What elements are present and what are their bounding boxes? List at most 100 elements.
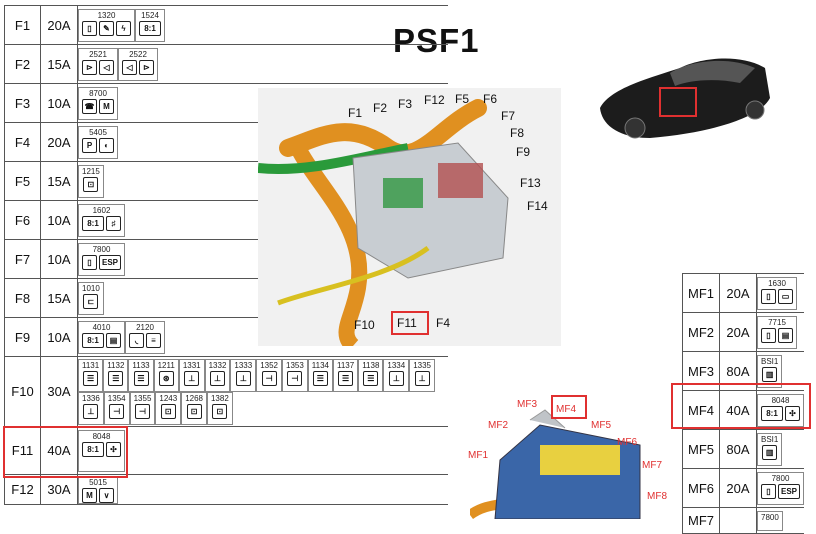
wiper-icon: ∨	[99, 487, 114, 503]
consumer-code: 1331	[182, 360, 201, 370]
fuse-id: F12	[4, 474, 41, 505]
consumer-group: 1355⊣	[129, 391, 156, 425]
consumer-group: 1352⊣	[256, 358, 282, 392]
coil-icon: ⊣	[287, 370, 303, 386]
fuse-amperage: 15A	[40, 278, 78, 318]
pump-icon: ⊛	[158, 370, 174, 386]
switch-icon: 8:1	[82, 332, 104, 348]
consumer-group: 1215⊡	[78, 164, 104, 198]
consumer-code: 1335	[413, 360, 431, 370]
heater-icon: ▤	[106, 332, 121, 348]
engine-fusebox-label: MF5	[591, 420, 611, 431]
fusebox-label: F7	[501, 109, 516, 123]
consumer-group: 1334⊥	[383, 358, 410, 392]
coil-icon: ⊣	[109, 403, 125, 419]
lamp-icon: ☰	[133, 370, 149, 386]
injector-icon: ⊥	[83, 403, 99, 419]
consumer-group: 1332⊥	[204, 358, 231, 392]
fusebox-label: F4	[436, 316, 451, 330]
consumer-code: 7800	[761, 512, 779, 522]
fan-icon: ✣	[785, 405, 800, 421]
esp-icon: ESP	[99, 254, 121, 270]
consumer-code: 1132	[107, 360, 125, 370]
consumer-code: 1353	[286, 360, 304, 370]
consumer-code: 2521	[89, 49, 107, 59]
consumer-code: 1131	[82, 360, 100, 370]
lamp-icon: ☰	[338, 370, 354, 386]
fusebox-label: F2	[373, 101, 388, 115]
fuse-amperage: 10A	[40, 239, 78, 279]
fuse-id: MF5	[682, 429, 720, 469]
fuse-consumers: 1131☰1132☰1133☰1211⊛1331⊥1332⊥1333⊥1352⊣…	[77, 356, 448, 427]
consumer-group: 7715▯▤	[757, 315, 797, 349]
consumer-group: 1335⊥	[409, 358, 435, 392]
green-cable	[258, 143, 409, 174]
consumer-code: 7800	[771, 473, 790, 483]
gear-icon: ♯	[106, 215, 121, 231]
esp-icon: ESP	[778, 483, 800, 499]
bsi-icon: ▥	[762, 366, 778, 382]
fuse-amperage: 30A	[40, 356, 78, 427]
fuse-amperage: 20A	[719, 273, 757, 313]
consumer-group: 1243⊡	[155, 391, 182, 425]
consumer-code: 1382	[210, 393, 229, 403]
f11-illustration-highlight	[391, 311, 429, 335]
relay-icon: ▯	[761, 327, 776, 343]
fuse-block	[438, 163, 483, 198]
parking-icon: P	[82, 137, 97, 153]
consumer-code: 8048	[92, 431, 111, 441]
heater-icon: ▤	[778, 327, 793, 343]
injector-icon: ⊥	[414, 370, 430, 386]
engine-fuse-row	[540, 445, 620, 475]
fuse-id: F9	[4, 317, 41, 357]
fuse-amperage: 20A	[40, 122, 78, 162]
speaker-icon: ◁	[99, 59, 114, 75]
horn-icon: ⊳	[139, 59, 154, 75]
consumer-group: 1333⊥	[230, 358, 257, 392]
consumer-code: 8700	[89, 88, 107, 98]
consumer-code: 1010	[82, 283, 100, 293]
consumer-group: 1132☰	[103, 358, 129, 392]
consumer-group: 1382⊡	[206, 391, 233, 425]
consumer-group: 1354⊣	[103, 391, 130, 425]
consumer-code: 5015	[89, 477, 107, 487]
fusebox-label: F1	[348, 106, 363, 120]
fuse-id: MF4	[682, 390, 720, 430]
alarm-icon: ☎	[82, 98, 97, 114]
bsi-icon: ▥	[762, 444, 778, 460]
fuse-id: MF7	[682, 507, 720, 534]
fuse-amperage: 40A	[719, 390, 757, 430]
consumer-code: 1137	[337, 360, 355, 370]
fuse-consumers: 2521⊳◁2522◁⊳	[77, 44, 448, 84]
consumer-group: 1131☰	[78, 358, 104, 392]
consumer-code: 4010	[92, 322, 111, 332]
consumer-code: 1524	[141, 10, 159, 20]
consumer-group: 1211⊛	[153, 358, 179, 392]
sensor-icon: ⊡	[160, 403, 176, 419]
consumer-code: 1336	[82, 393, 100, 403]
lamp-icon: ☰	[108, 370, 124, 386]
consumer-code: BSI1	[761, 356, 779, 366]
fuse-amperage: 10A	[40, 200, 78, 240]
consumer-code: 7800	[92, 244, 111, 254]
consumer-code: 1133	[132, 360, 150, 370]
auto-gearbox-icon: ▭	[778, 288, 793, 304]
fuse-consumers: 7800	[756, 507, 804, 534]
relay-block	[383, 178, 423, 208]
engine-fusebox-cover	[529, 409, 566, 429]
consumer-group: 1336⊥	[78, 391, 104, 425]
consumer-group: BSI1▥	[757, 432, 783, 466]
fuse-consumers: 7800▯ESP	[756, 468, 804, 508]
